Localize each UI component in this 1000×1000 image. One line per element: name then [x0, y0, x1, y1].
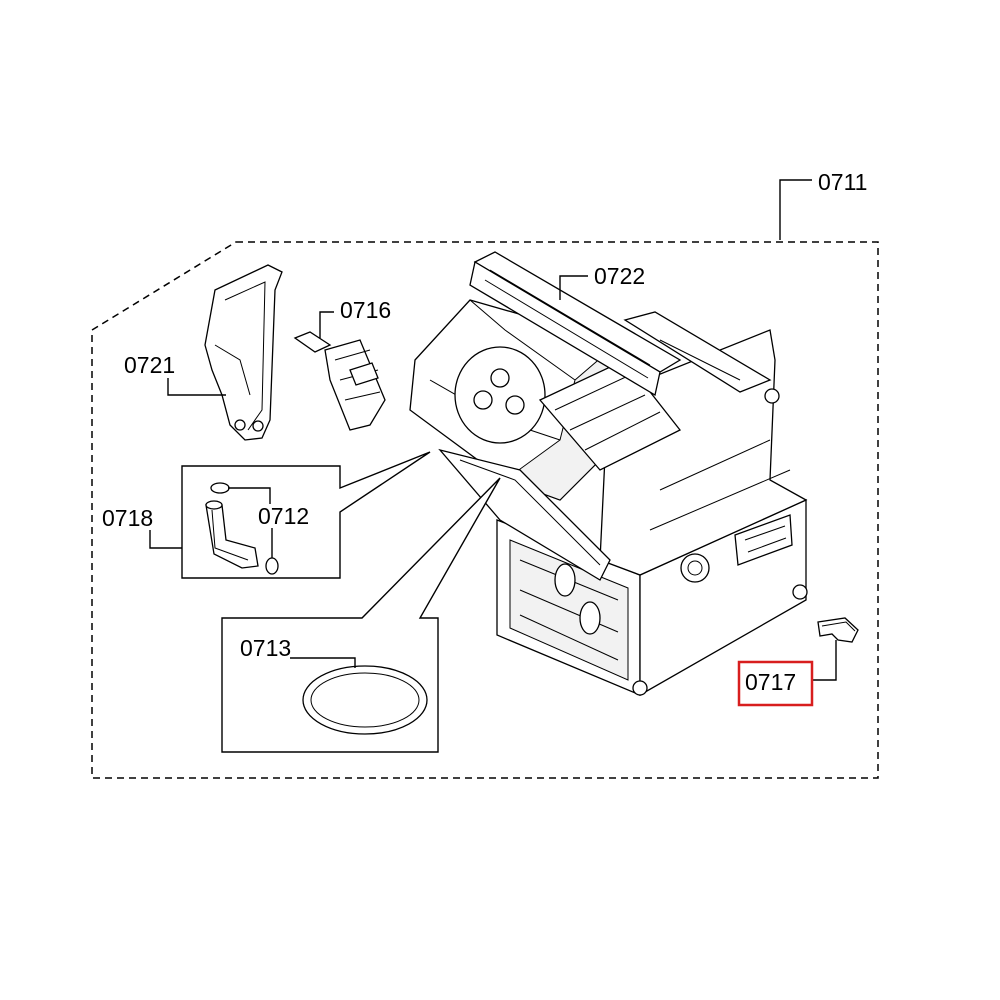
label-0721: 0721: [124, 352, 175, 378]
label-0717: 0717: [745, 669, 796, 695]
assembly-boundary: [91, 241, 879, 779]
label-0711: 0711: [818, 169, 867, 195]
part-cover-plate: [469, 251, 682, 397]
label-0716: 0716: [340, 297, 391, 323]
detail-box-gasket: [221, 477, 501, 753]
label-0713: 0713: [240, 635, 291, 661]
leader-lines: [149, 179, 837, 681]
highlight-box: [737, 660, 814, 707]
part-lever: [204, 264, 283, 441]
label-0718: 0718: [102, 505, 153, 531]
part-sensor: [293, 331, 386, 431]
label-0712: 0712: [258, 503, 309, 529]
part-clip: [817, 617, 859, 643]
label-0722: 0722: [594, 263, 645, 289]
